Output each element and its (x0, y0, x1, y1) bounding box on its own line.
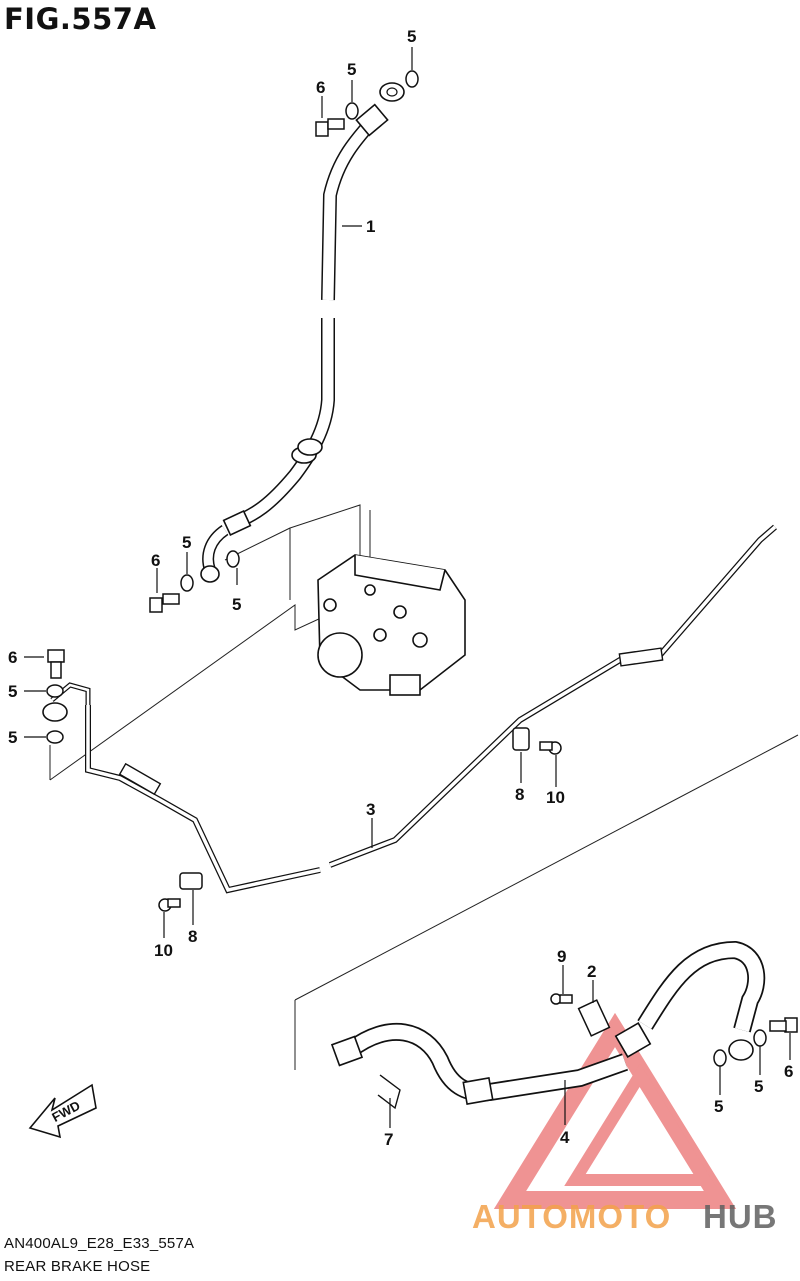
callout-5: 5 (407, 27, 416, 46)
callout-8: 8 (188, 927, 197, 946)
callout-5: 5 (714, 1097, 723, 1116)
fwd-arrow-badge: FWD (28, 1083, 97, 1139)
figure-title: FIG.557A (4, 2, 157, 36)
hose-4 (330, 940, 766, 1110)
callout-10: 10 (154, 941, 173, 960)
callout-5: 5 (232, 595, 241, 614)
callout-9: 9 (557, 947, 566, 966)
hose-1 (200, 82, 405, 583)
callout-5: 5 (182, 533, 191, 552)
watermark-logo (493, 1012, 737, 1209)
callout-4: 4 (560, 1128, 570, 1147)
callout-6: 6 (316, 78, 325, 97)
callout-5: 5 (347, 60, 356, 79)
callout-7: 7 (384, 1130, 393, 1149)
drawing-caption: REAR BRAKE HOSE (4, 1258, 151, 1275)
hardware (46, 70, 798, 1067)
callout-2: 2 (587, 962, 596, 981)
watermark-text-part1: AUTOMOTO (472, 1198, 671, 1235)
callout-5: 5 (8, 682, 17, 701)
callout-6: 6 (8, 648, 17, 667)
callout-6: 6 (151, 551, 160, 570)
callout-6: 6 (784, 1062, 793, 1081)
drawing-code: AN400AL9_E28_E33_557A (4, 1235, 195, 1252)
callout-1: 1 (366, 217, 375, 236)
callout-10: 10 (546, 788, 565, 807)
callout-3: 3 (366, 800, 375, 819)
watermark-text-part2: HUB (703, 1198, 778, 1235)
callout-5: 5 (8, 728, 17, 747)
callout-5: 5 (754, 1077, 763, 1096)
abs-unit (317, 554, 466, 696)
callout-8: 8 (515, 785, 524, 804)
